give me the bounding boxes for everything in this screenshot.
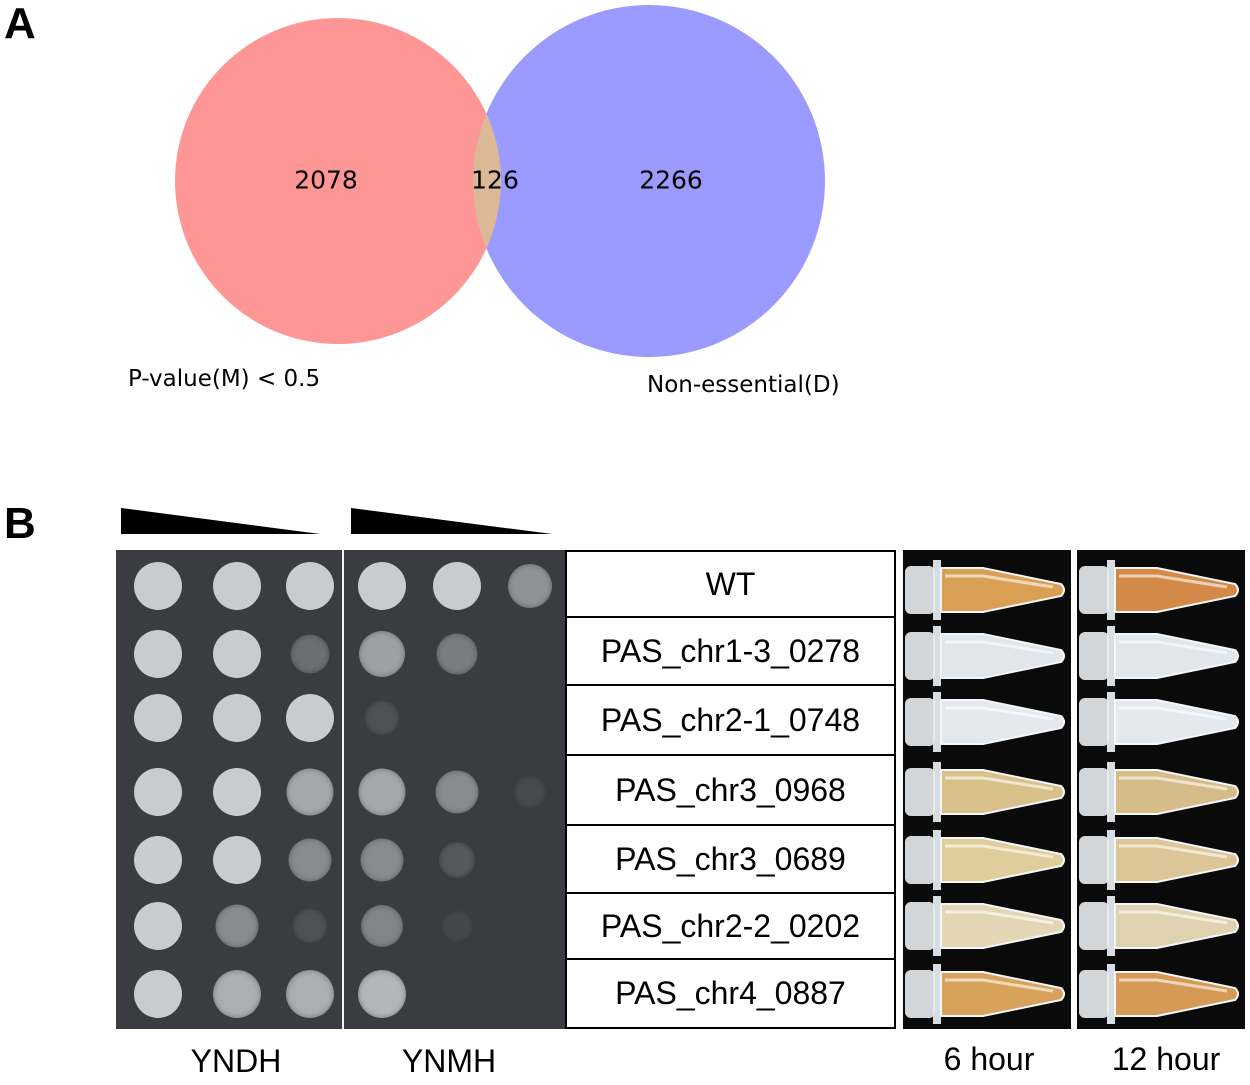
growth-spot: [290, 634, 330, 674]
growth-spot: [435, 770, 479, 814]
growth-spot: [213, 768, 261, 816]
growth-spot: [292, 908, 328, 944]
tube: [1079, 626, 1239, 686]
growth-spot: [213, 970, 261, 1018]
growth-spot: [358, 768, 406, 816]
venn-circle-right: [473, 5, 825, 357]
growth-spot: [134, 970, 182, 1018]
plate-divider: [342, 550, 344, 1029]
dilution-wedge-yndh: [121, 508, 320, 534]
strain-label: PAS_chr3_0968: [565, 754, 896, 826]
growth-spot: [213, 562, 261, 610]
growth-spot: [358, 970, 406, 1018]
strain-label: PAS_chr1-3_0278: [565, 616, 896, 686]
growth-spot: [361, 905, 403, 947]
growth-spot: [360, 838, 404, 882]
growth-spot: [134, 902, 182, 950]
tube-rack: [1079, 560, 1239, 1024]
venn-circle-left: [175, 18, 501, 344]
panel-b-letter: B: [4, 499, 36, 548]
tube: [905, 626, 1065, 686]
tube-photo-12-hour: [1077, 550, 1245, 1029]
growth-spot: [213, 836, 261, 884]
plate-label-yndh: YNDH: [190, 1043, 282, 1079]
panel-a-letter: A: [4, 0, 36, 48]
strain-label: PAS_chr3_0689: [565, 824, 896, 894]
tube-photo-6-hour: [903, 550, 1071, 1029]
growth-spot: [359, 631, 405, 677]
growth-spot: [286, 970, 334, 1018]
venn-left-label: P-value(M) < 0.5: [128, 366, 321, 392]
growth-spot: [288, 838, 332, 882]
growth-spot: [134, 694, 182, 742]
tube: [1079, 964, 1239, 1024]
venn-right-label: Non-essential(D): [647, 372, 840, 398]
tube: [905, 560, 1065, 620]
tube: [905, 830, 1065, 890]
tube: [1079, 762, 1239, 822]
plate-label-ynmh: YNMH: [401, 1043, 497, 1079]
tube: [1079, 692, 1239, 752]
growth-spot: [215, 904, 259, 948]
dilution-wedge-ynmh: [351, 508, 552, 534]
tube: [905, 964, 1065, 1024]
growth-spot: [508, 564, 552, 608]
tube: [1079, 896, 1239, 956]
tube-rack: [905, 560, 1065, 1024]
growth-spot: [134, 562, 182, 610]
growth-spot: [213, 630, 261, 678]
growth-spot: [364, 700, 400, 736]
venn-right-count: 2266: [639, 165, 703, 195]
venn-left-count: 2078: [294, 165, 358, 195]
tube: [905, 692, 1065, 752]
growth-spot: [286, 562, 334, 610]
strain-label: PAS_chr2-2_0202: [565, 892, 896, 960]
time-label-6-hour: 6 hour: [943, 1041, 1035, 1077]
growth-spot: [134, 630, 182, 678]
strain-label: PAS_chr4_0887: [565, 958, 896, 1029]
strain-label: WT: [565, 550, 896, 618]
venn-diagram: [175, 5, 825, 357]
tube: [1079, 830, 1239, 890]
tube: [905, 762, 1065, 822]
growth-spot: [513, 775, 547, 809]
time-label-12-hour: 12 hour: [1111, 1041, 1221, 1077]
plate-ynmh: [344, 550, 566, 1029]
growth-spot: [134, 768, 182, 816]
growth-spot: [433, 562, 481, 610]
growth-spot: [439, 842, 475, 878]
tube: [905, 896, 1065, 956]
tube: [1079, 560, 1239, 620]
growth-spot: [213, 694, 261, 742]
growth-spot: [286, 694, 334, 742]
growth-spot: [286, 768, 334, 816]
growth-spot: [436, 633, 478, 675]
growth-spot: [134, 836, 182, 884]
tube-photo-divider: [1071, 550, 1077, 1029]
dilution-wedges: [121, 508, 552, 534]
venn-overlap-count: 126: [471, 165, 519, 195]
growth-spot: [358, 562, 406, 610]
growth-spot: [440, 909, 474, 943]
plate-yndh: [116, 550, 342, 1029]
strain-label: PAS_chr2-1_0748: [565, 684, 896, 756]
